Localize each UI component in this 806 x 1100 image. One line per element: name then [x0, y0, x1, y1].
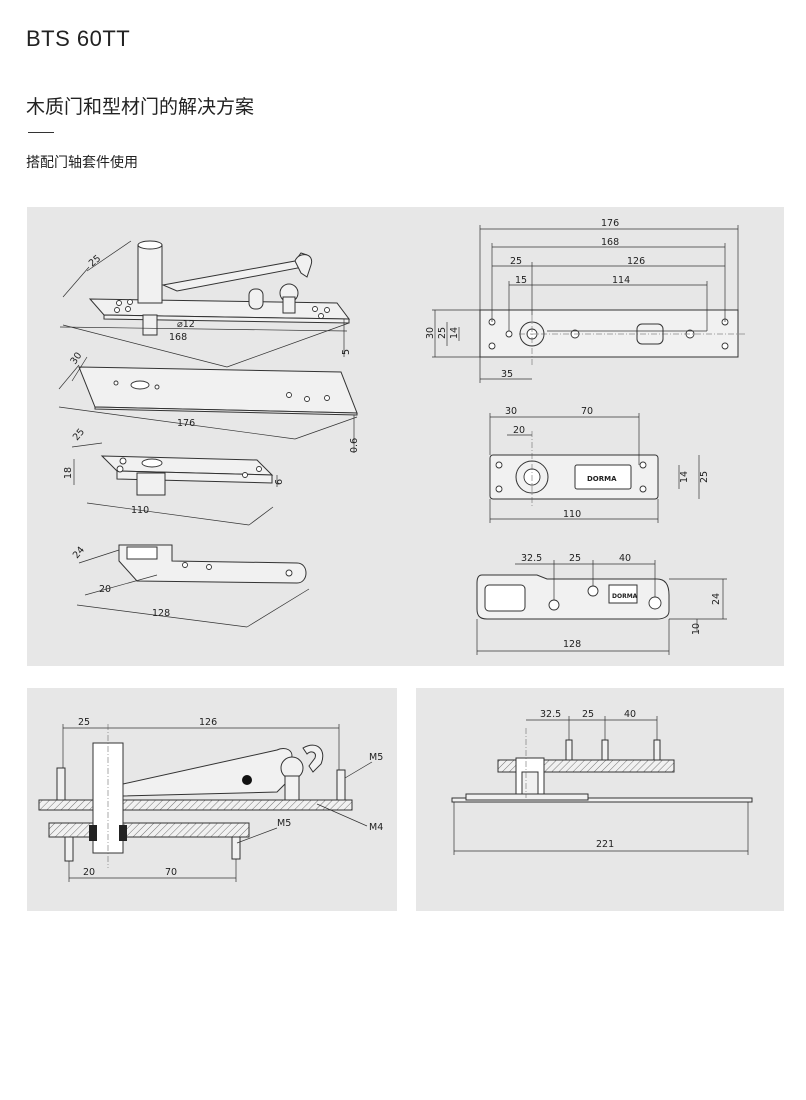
dim-label: 168	[601, 237, 619, 248]
dim-label: 30	[505, 406, 517, 417]
iso-pivot-dimensions: 25 ⌀12 168 5	[59, 240, 352, 368]
dim-label: 40	[624, 709, 636, 720]
dim-label: 0.6	[349, 438, 360, 453]
dim-label: 15	[515, 275, 527, 286]
dim-label: 221	[596, 839, 614, 850]
dim-label: 25	[87, 253, 103, 269]
dim-label: 14	[449, 327, 460, 339]
section-title: 木质门和型材门的解决方案	[26, 96, 255, 118]
section-right-drawing	[451, 728, 753, 803]
dim-label: 25	[437, 327, 448, 339]
dim-label: 126	[627, 256, 645, 267]
dim-label: 20	[83, 867, 95, 878]
dim-label: 6	[274, 479, 285, 485]
dim-label: 128	[152, 608, 170, 619]
product-code: BTS 60TT	[26, 26, 131, 51]
dim-label: 35	[501, 369, 513, 380]
arm-view-drawing: DORMA	[476, 574, 670, 620]
dim-label: 25	[699, 471, 710, 483]
dim-label: 40	[619, 553, 631, 564]
dim-label: 110	[131, 505, 149, 516]
dim-label: 176	[177, 418, 195, 429]
section-subtitle: 搭配门轴套件使用	[26, 155, 138, 171]
dim-label: 110	[563, 509, 581, 520]
dim-label: 25	[510, 256, 522, 267]
dim-label: 126	[199, 717, 217, 728]
dim-label: 5	[341, 349, 352, 355]
title-divider	[28, 132, 54, 133]
dim-label: 20	[513, 425, 525, 436]
iso-bracket-drawing	[100, 455, 274, 496]
top-view-dimensions: 176 168 25 126 15 114 30 25 14 35	[425, 218, 739, 383]
callout-label: M5	[277, 818, 291, 829]
dim-label: 30	[68, 351, 84, 367]
technical-drawings-panel: 25 ⌀12 168 5 30 176 0.6 25	[27, 207, 784, 666]
iso-plate-dimensions: 30 176 0.6	[58, 351, 360, 453]
section-right-dimensions: 32.5 25 40 221	[453, 709, 749, 855]
section-left-dimensions: 25 126 M5 M4 M5 20 70	[62, 717, 383, 882]
dim-label: 24	[71, 545, 87, 561]
dim-label: 32.5	[540, 709, 561, 720]
callout-label: M5	[369, 752, 383, 763]
dim-label: 25	[71, 427, 87, 443]
section-view-left-panel: 25 126 M5 M4 M5 20 70	[27, 688, 397, 911]
arm-view-dimensions: 32.5 25 40 24 10 128	[476, 553, 727, 655]
dim-label: 70	[581, 406, 593, 417]
dim-label: 70	[165, 867, 177, 878]
section-left-drawing	[38, 742, 353, 862]
dim-label: 18	[63, 467, 74, 479]
dim-label: 20	[99, 584, 111, 595]
dim-label: 30	[425, 327, 436, 339]
dim-label: 32.5	[521, 553, 542, 564]
dim-label: 25	[569, 553, 581, 564]
iso-arm-dimensions: 24 20 128	[71, 545, 310, 628]
iso-pivot-drawing	[88, 240, 351, 336]
dim-label: 114	[612, 275, 630, 286]
bracket-view-dimensions: 30 70 20 14 25 110	[489, 406, 710, 523]
iso-arm-drawing	[118, 544, 307, 584]
callout-label: M4	[369, 822, 383, 833]
dim-label: 25	[582, 709, 594, 720]
iso-plate-drawing	[78, 366, 358, 416]
dim-label: 25	[78, 717, 90, 728]
bracket-view-drawing: DORMA	[489, 454, 659, 500]
dim-label: ⌀12	[177, 319, 195, 330]
brand-logo-label: DORMA	[612, 593, 638, 600]
section-view-right-panel: 32.5 25 40 221	[416, 688, 784, 911]
dim-label: 168	[169, 332, 187, 343]
brand-logo-label: DORMA	[587, 475, 617, 483]
dim-label: 10	[691, 623, 702, 635]
dim-label: 14	[679, 471, 690, 483]
dim-label: 128	[563, 639, 581, 650]
top-view-drawing	[479, 309, 747, 367]
dim-label: 176	[601, 218, 619, 229]
dim-label: 24	[711, 593, 722, 605]
